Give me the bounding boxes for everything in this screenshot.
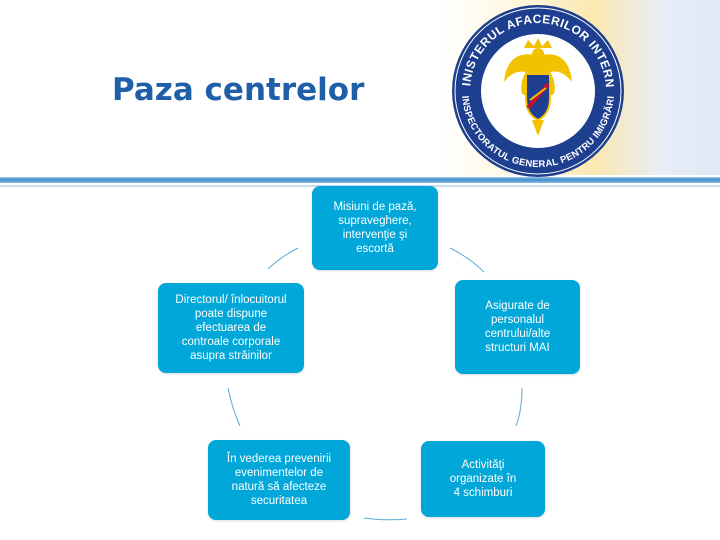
node-text-line: structuri MAI (485, 342, 550, 354)
cycle-node-four-shifts: Activităţi organizate în 4 schimburi (421, 441, 545, 517)
cycle-node-security-missions: Misiuni de pază, supraveghere, intervenţ… (312, 186, 438, 270)
connector-1-2 (515, 387, 523, 427)
node-text-line: Activităţi (461, 459, 505, 471)
node-text-line: controale corporale (181, 336, 281, 348)
node-text-line: centrului/alte (484, 328, 551, 340)
node-text-line: Misiuni de pază, (333, 201, 417, 213)
node-text-line: organizate în (449, 473, 517, 485)
node-text-line: 4 schimburi (453, 487, 513, 499)
node-text-line: evenimentelor de (234, 467, 324, 479)
connector-0-1 (449, 247, 485, 273)
node-text-line: supraveghere, (338, 215, 412, 227)
connector-3-4 (227, 387, 241, 427)
header-divider (0, 177, 720, 183)
node-text-line: Directorul/ înlocuitorul (175, 294, 287, 306)
node-text-line: Asigurate de (485, 300, 550, 312)
cycle-node-body-searches: Directorul/ înlocuitorul poate dispune e… (158, 283, 304, 373)
node-text-line: În vederea prevenirii (226, 453, 332, 465)
node-text-line: personalul (490, 314, 545, 326)
node-text-line: intervenţie şi (342, 229, 408, 241)
node-text-line: efectuarea de (195, 322, 267, 334)
node-text-line: poate dispune (194, 308, 268, 320)
connector-4-0 (267, 247, 299, 270)
node-text-line: securitatea (250, 495, 308, 507)
cycle-node-provided-by-staff: Asigurate de personalul centrului/alte s… (455, 280, 580, 374)
connector-2-3 (363, 517, 408, 521)
page-title: Paza centrelor (112, 72, 365, 108)
node-text-line: escortă (356, 243, 394, 255)
node-text-line: natură să afecteze (231, 481, 327, 493)
cycle-node-prevention: În vederea prevenirii evenimentelor de n… (208, 440, 350, 520)
node-text-line: asupra străinilor (190, 350, 272, 362)
ministry-logo: MINISTERUL AFACERILOR INTERNE INSPECTORA… (448, 4, 624, 177)
